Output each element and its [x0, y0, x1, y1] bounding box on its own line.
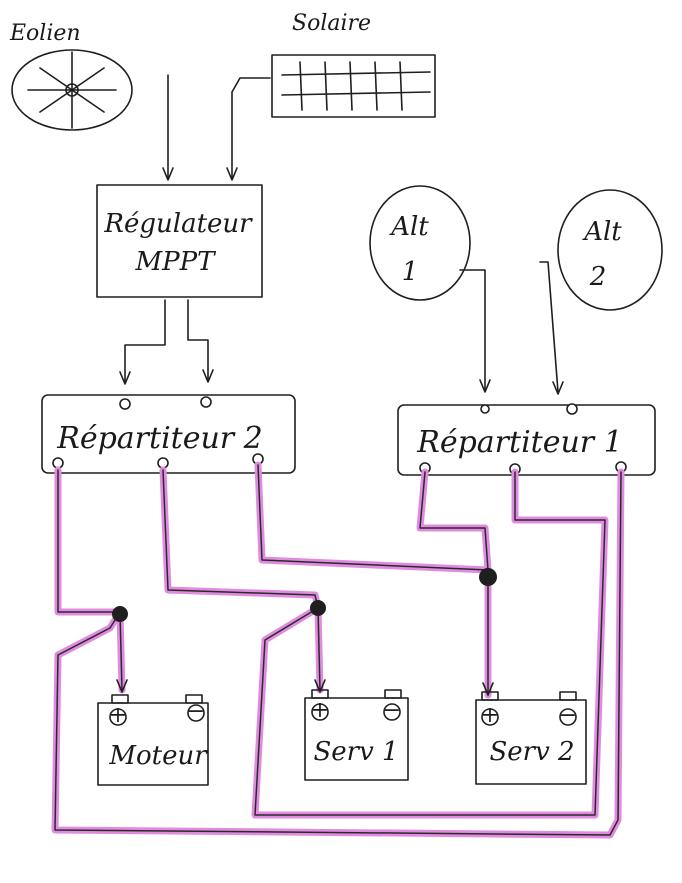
plus-icon: +: [109, 703, 127, 728]
battery-moteur: [97, 694, 209, 786]
battery-serv1: [304, 689, 409, 781]
alternator-2: [557, 189, 663, 311]
arrow-icon: [202, 369, 214, 383]
solar-to-regulator-wire: [231, 77, 271, 179]
regulator-subtitle: MPPT: [135, 247, 217, 277]
alternator-1: [369, 185, 471, 301]
regulator-box: [96, 184, 263, 298]
regulator-title: Régulateur: [103, 209, 253, 239]
regulator-out-wire-2: [187, 299, 209, 381]
repartiteur-2-box: [41, 394, 296, 474]
arrow-icon: [479, 379, 491, 393]
arrow-icon: [552, 381, 564, 395]
plus-icon: +: [481, 703, 499, 728]
battery-serv2: [475, 691, 587, 785]
battery-serv1-label: Serv 1: [313, 737, 398, 767]
alt1-wire: [459, 269, 486, 391]
alt2-label: Alt: [582, 217, 622, 247]
repartiteur-1-label: Répartiteur 1: [416, 425, 623, 460]
solaire-label: Solaire: [292, 11, 371, 36]
repartiteur-2-label: Répartiteur 2: [56, 421, 263, 456]
plus-icon: +: [311, 698, 329, 723]
arrow-icon: [314, 679, 326, 693]
junction-node: [112, 606, 128, 622]
battery-serv2-label: Serv 2: [489, 737, 574, 767]
arrow-icon: [119, 371, 131, 385]
alt1-number: 1: [402, 257, 419, 287]
regulator-out-wire-1: [124, 299, 166, 383]
arrow-icon: [226, 167, 238, 181]
battery-moteur-label: Moteur: [108, 741, 208, 771]
minus-icon: −: [559, 703, 577, 728]
arrow-icon: [116, 679, 128, 693]
alt2-number: 2: [589, 262, 607, 292]
arrow-icon: [482, 682, 494, 696]
eolien-label: Eolien: [9, 21, 81, 46]
negative-wiring-core: [54, 464, 622, 836]
solar-panel: [271, 54, 436, 118]
minus-icon: −: [383, 698, 401, 723]
alt2-wire: [539, 261, 559, 393]
junction-node: [479, 568, 497, 586]
arrow-icon: [162, 167, 174, 181]
junction-node: [310, 600, 326, 616]
alt1-label: Alt: [389, 212, 429, 242]
repartiteur-1-box: [397, 404, 656, 476]
minus-icon: −: [187, 699, 205, 724]
wind-turbine: [11, 49, 133, 131]
